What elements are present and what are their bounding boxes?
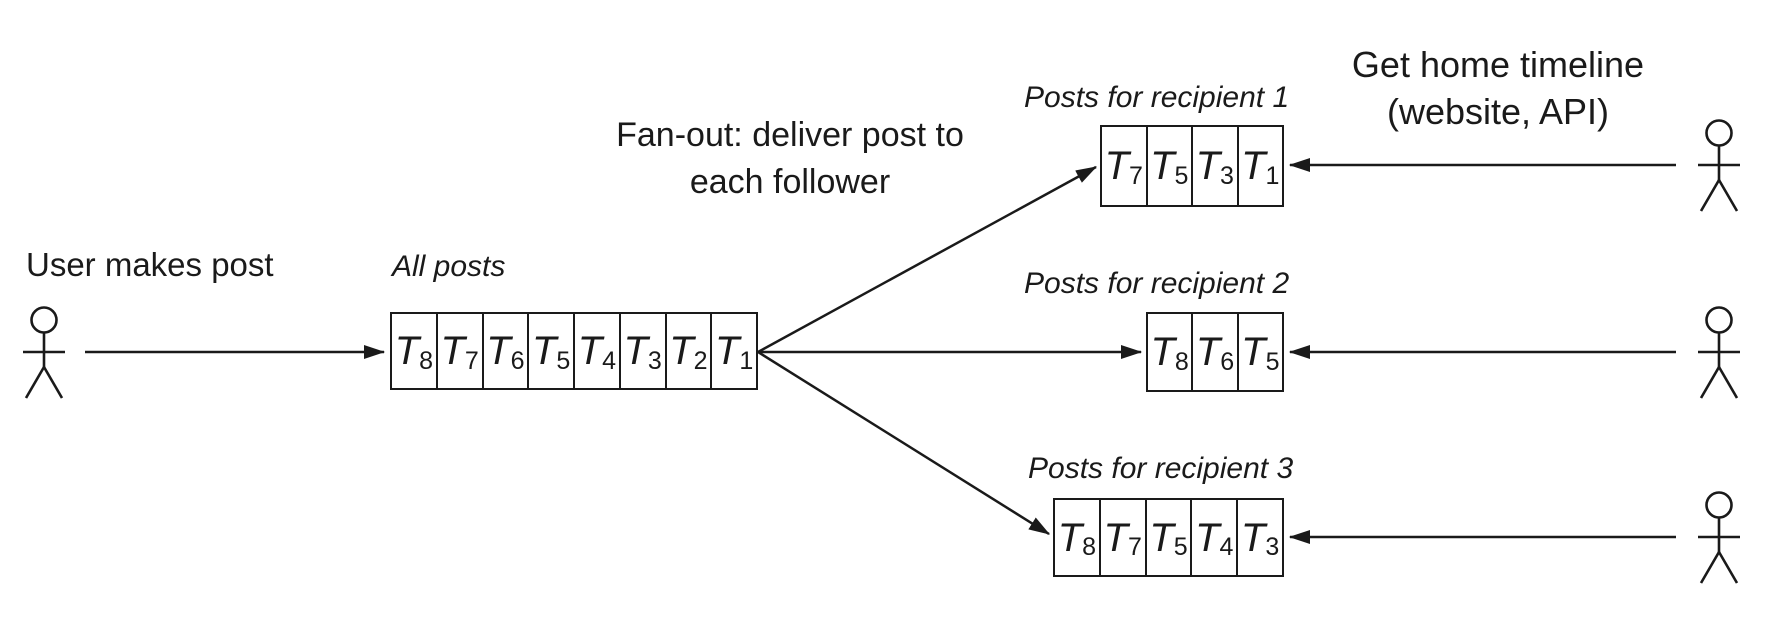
post-id-base: T	[1057, 515, 1083, 560]
post-id-subscript: 8	[419, 346, 434, 375]
post-id-base: T	[1240, 515, 1266, 560]
get-home-timeline-label: Get home timeline (website, API)	[1310, 42, 1686, 136]
post-id-base: T	[623, 329, 648, 373]
post-id-subscript: 8	[1174, 347, 1189, 376]
post-id-base: T	[531, 329, 557, 373]
post-id-base: T	[714, 329, 740, 373]
post-id-subscript: 5	[556, 346, 571, 375]
post-id-base: T	[1241, 144, 1266, 188]
post-id-subscript: 5	[1173, 533, 1188, 561]
post-id-base: T	[1195, 330, 1221, 374]
all-posts-queue-label: All posts	[392, 250, 506, 283]
post-id-subscript: 6	[1220, 347, 1235, 376]
post-id-base: T	[440, 329, 465, 373]
fanout-label-line2: each follower	[689, 162, 891, 201]
post-id-subscript: 5	[1265, 347, 1280, 376]
post-id-base: T	[669, 329, 694, 373]
post-id-base: T	[1103, 515, 1128, 560]
recipient-3-queue-label: Posts for recipient 3	[1028, 452, 1294, 485]
posting-user-icon	[21, 306, 67, 400]
post-id-base: T	[1149, 515, 1174, 560]
post-id-subscript: 7	[1127, 533, 1142, 561]
post-id-base: T	[1195, 144, 1221, 188]
post-id-subscript: 1	[1265, 161, 1280, 190]
post-id-base: T	[486, 329, 511, 373]
post-id-base: T	[1241, 330, 1266, 374]
get-home-timeline-line2: (website, API)	[1386, 90, 1610, 132]
post-id-subscript: 3	[1220, 161, 1234, 190]
post-id-subscript: 2	[693, 346, 708, 375]
post-id-subscript: 1	[739, 346, 754, 375]
post-id-subscript: 7	[464, 346, 479, 375]
post-id-base: T	[577, 329, 603, 373]
user-makes-post-label: User makes post	[26, 246, 274, 283]
post-id-subscript: 6	[510, 346, 525, 375]
arrow-fanout-to-recipient-1	[757, 165, 1098, 354]
timeline-reader-1-icon	[1696, 119, 1742, 213]
get-home-timeline-line1: Get home timeline	[1351, 44, 1645, 85]
post-id-subscript: 4	[602, 346, 617, 375]
fanout-label-line1: Fan-out: deliver post to	[616, 116, 964, 154]
post-id-base: T	[1104, 144, 1130, 188]
recipient-2-queue-label: Posts for recipient 2	[1024, 267, 1290, 300]
post-id-subscript: 4	[1219, 533, 1234, 561]
post-id-subscript: 7	[1129, 161, 1143, 190]
post-id-subscript: 5	[1174, 161, 1189, 190]
post-id-base: T	[1150, 330, 1175, 374]
recipient-1-queue-label: Posts for recipient 1	[1024, 81, 1290, 114]
timeline-reader-2-icon	[1696, 306, 1742, 400]
timeline-reader-3-icon	[1696, 491, 1742, 585]
post-id-subscript: 3	[1265, 533, 1280, 561]
post-id-base: T	[1195, 515, 1220, 560]
fanout-label: Fan-out: deliver post to each follower	[558, 112, 1022, 206]
post-id-base: T	[1150, 144, 1175, 188]
post-id-base: T	[394, 329, 420, 373]
post-id-subscript: 8	[1082, 533, 1097, 561]
post-id-subscript: 3	[647, 346, 662, 375]
arrow-fanout-to-recipient-3	[757, 350, 1051, 536]
